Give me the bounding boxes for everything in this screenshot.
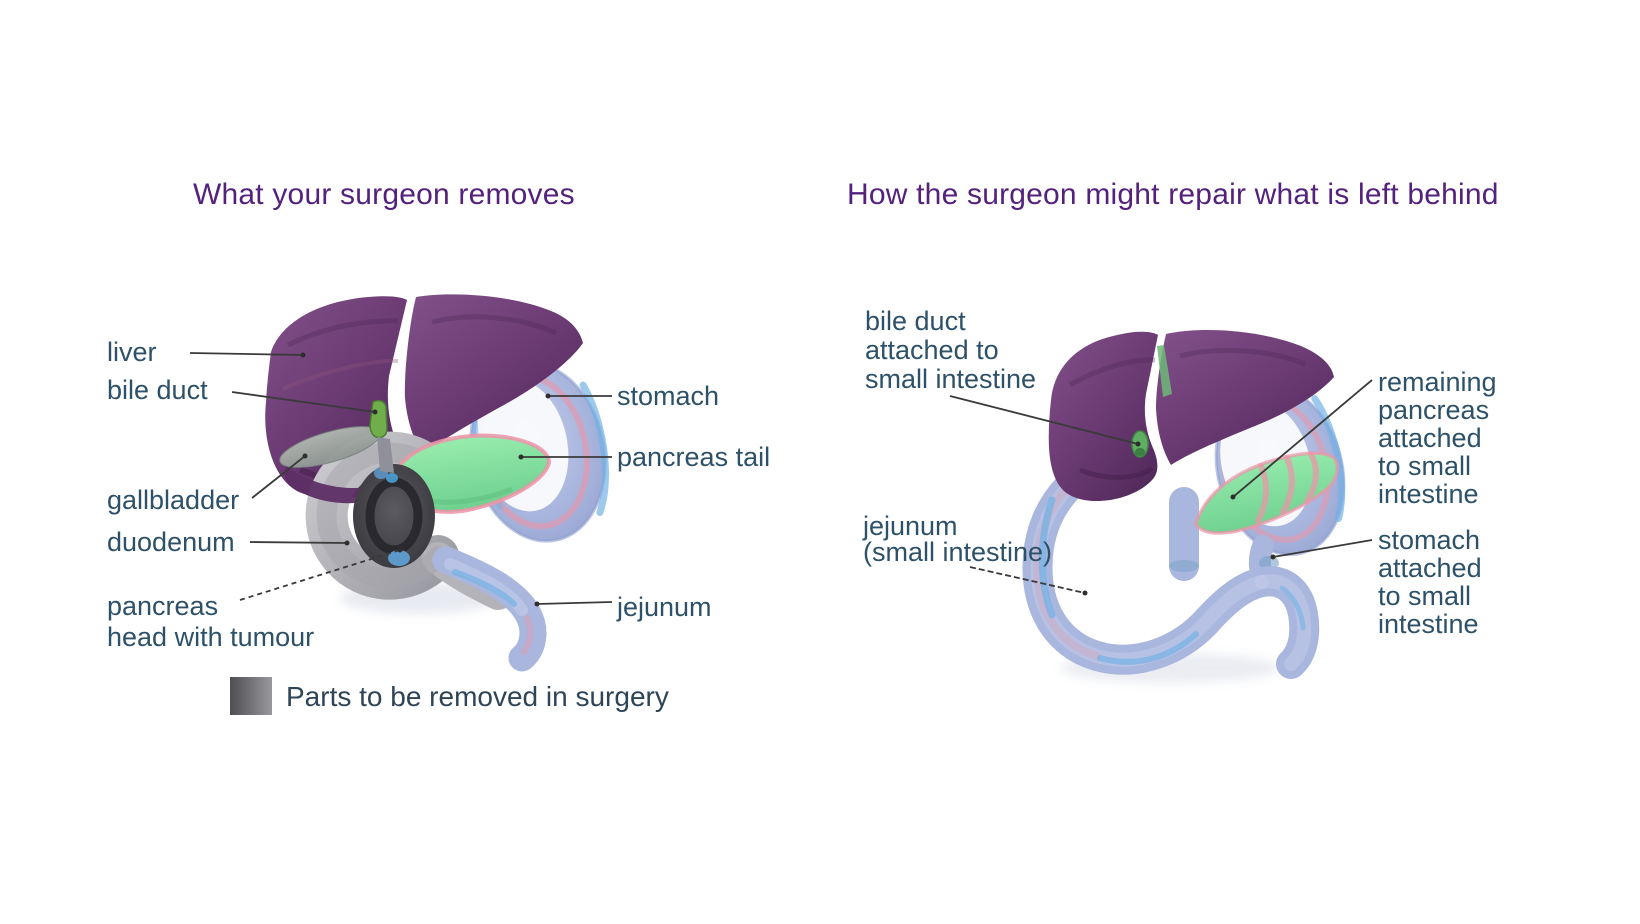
jejunum-organ (432, 546, 547, 672)
leader-remaining-pancreas (1232, 379, 1373, 498)
leader-stomach-right (1272, 539, 1373, 558)
leader-bile-duct-right (949, 395, 1139, 445)
leader-duodenum (249, 541, 348, 544)
remaining-pancreas-organ (1194, 451, 1340, 535)
leader-pancreas-head (239, 549, 401, 601)
leader-gallbladder (251, 455, 306, 499)
left-leader-lines (189, 352, 613, 607)
jejunum-loop-organ (1022, 437, 1320, 679)
leader-jejunum (536, 601, 613, 605)
leader-jejunum-right (969, 566, 1086, 594)
right-leader-lines (949, 379, 1373, 596)
liver-organ-right (1048, 330, 1334, 502)
right-diagram (949, 330, 1373, 683)
left-diagram (189, 294, 613, 672)
leader-liver (189, 352, 304, 356)
leader-bile-duct (231, 391, 376, 413)
